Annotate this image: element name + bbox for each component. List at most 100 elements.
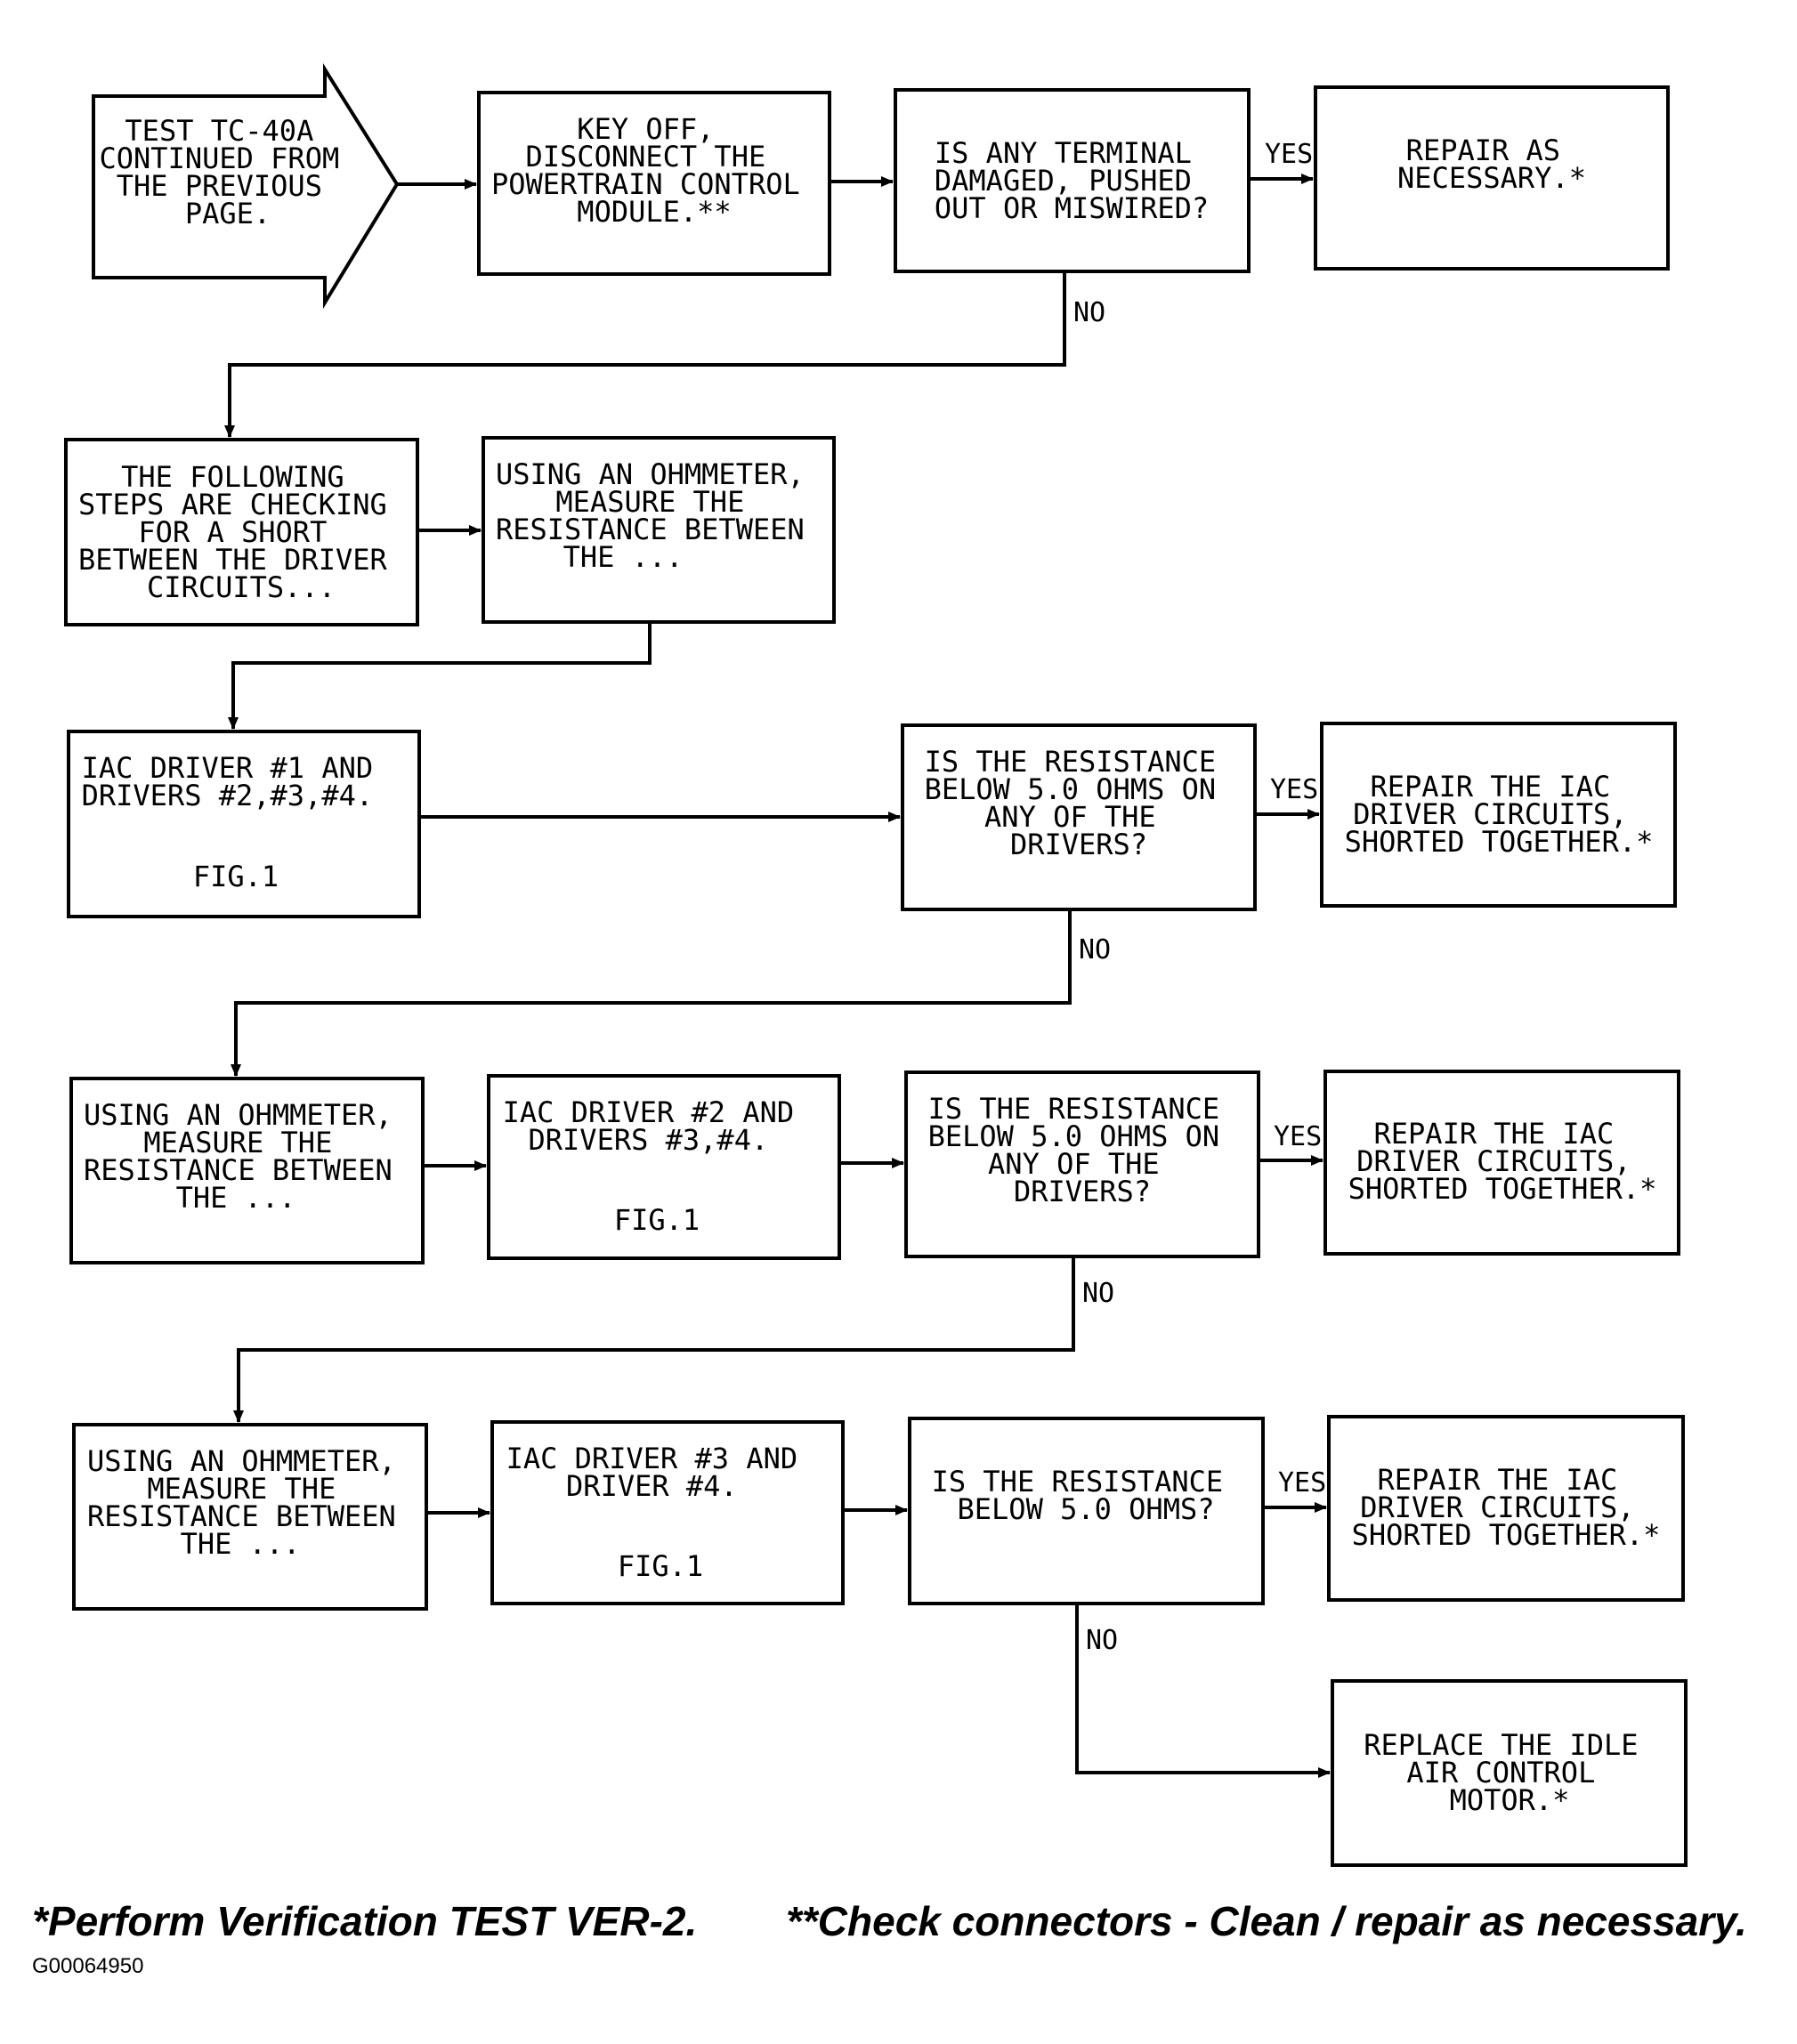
svg-text:IAC DRIVER #2 AND DRIVER: IAC DRIVER #2 AND DRIVERS #3,#4. FIG.1 bbox=[503, 1095, 812, 1237]
box-line: POWERTRAIN CONTROL bbox=[491, 167, 800, 201]
svg-text:IS THE RESISTANCE BELOW: IS THE RESISTANCE BELOW 5.0 OHMS? bbox=[932, 1465, 1241, 1526]
fig-label: FIG.1 bbox=[614, 1203, 700, 1237]
figure-code: G00064950 bbox=[32, 1954, 143, 1978]
svg-text:IS ANY TERMINAL DAMAGED,: IS ANY TERMINAL DAMAGED, PUSHED OUT OR M… bbox=[935, 136, 1209, 225]
box-line: IS ANY TERMINAL bbox=[935, 136, 1192, 170]
start-line: CONTINUED FROM bbox=[100, 141, 340, 175]
yes-label: YES bbox=[1274, 1121, 1322, 1152]
no-label: NO bbox=[1082, 1278, 1114, 1309]
box-line: THE ... bbox=[563, 540, 684, 574]
box-repair-iac-2: REPAIR THE IAC DRIVER CIRCUITS, SHORTED … bbox=[1323, 1070, 1680, 1256]
box-line: BETWEEN THE DRIVER bbox=[78, 543, 388, 577]
box-line: REPAIR THE IAC bbox=[1374, 1117, 1615, 1151]
box-line: REPAIR THE IAC bbox=[1371, 770, 1611, 804]
yes-label: YES bbox=[1278, 1467, 1326, 1499]
arrow-no-to-ohm3 bbox=[233, 1256, 1075, 1423]
yes-label: YES bbox=[1265, 139, 1313, 170]
start-line: PAGE. bbox=[185, 197, 271, 230]
yes-label: YES bbox=[1270, 774, 1318, 805]
svg-text:USING AN OHMMETER, MEASU: USING AN OHMMETER, MEASURE THE RESISTANC… bbox=[496, 457, 822, 574]
box-line: DRIVERS #2,#3,#4. bbox=[82, 779, 374, 812]
start-arrow-shape: TEST TC-40A CONTINUED FROM THE PREVIOUS … bbox=[92, 63, 400, 310]
decision-resistance-3: IS THE RESISTANCE BELOW 5.0 OHMS? bbox=[908, 1417, 1265, 1605]
svg-text:REPAIR THE IAC DRIVER CI: REPAIR THE IAC DRIVER CIRCUITS, SHORTED … bbox=[1348, 1117, 1657, 1206]
svg-text:KEY OFF, DISCONNECT THE: KEY OFF, DISCONNECT THE POWERTRAIN CONTR… bbox=[491, 112, 817, 229]
arrow-no-to-replace bbox=[1075, 1604, 1331, 1778]
box-line: MEASURE THE bbox=[147, 1472, 336, 1506]
box-line: NECESSARY.* bbox=[1397, 161, 1586, 195]
start-line: THE PREVIOUS bbox=[117, 169, 322, 203]
box-line: DRIVERS? bbox=[1014, 1175, 1151, 1208]
svg-text:REPAIR AS NECESSARY.*: REPAIR AS NECESSARY.* bbox=[1397, 133, 1586, 195]
box-line: REPAIR AS bbox=[1406, 133, 1560, 167]
box-iac-driver-3: IAC DRIVER #3 AND DRIVER #4. FIG.1 bbox=[490, 1420, 845, 1605]
box-line: DRIVER #4. bbox=[566, 1469, 738, 1503]
box-line: THE ... bbox=[181, 1527, 301, 1561]
footnote-verification: *Perform Verification TEST VER-2. bbox=[32, 1898, 697, 1944]
no-label: NO bbox=[1079, 934, 1111, 965]
fig-label: FIG.1 bbox=[193, 860, 279, 893]
svg-text:REPAIR THE IAC DRIVER CI: REPAIR THE IAC DRIVER CIRCUITS, SHORTED … bbox=[1345, 770, 1654, 859]
box-line: RESISTANCE BETWEEN bbox=[496, 513, 805, 546]
box-repair-as-necessary: REPAIR AS NECESSARY.* bbox=[1314, 85, 1670, 271]
svg-text:THE FOLLOWING STEPS ARE: THE FOLLOWING STEPS ARE CHECKING FOR A S… bbox=[78, 460, 404, 604]
box-line: IAC DRIVER #2 AND bbox=[503, 1095, 795, 1129]
box-line: BELOW 5.0 OHMS? bbox=[958, 1492, 1215, 1526]
box-repair-iac-1: REPAIR THE IAC DRIVER CIRCUITS, SHORTED … bbox=[1320, 722, 1677, 908]
box-iac-driver-2: IAC DRIVER #2 AND DRIVERS #3,#4. FIG.1 bbox=[487, 1074, 841, 1260]
box-line: MODULE.** bbox=[577, 195, 731, 229]
box-line: MOTOR.* bbox=[1450, 1783, 1570, 1817]
box-line: DAMAGED, PUSHED bbox=[935, 164, 1192, 198]
box-line: DISCONNECT THE bbox=[526, 140, 766, 174]
arrow-no-to-following bbox=[224, 271, 1066, 438]
svg-text:USING AN OHMMETER, MEASU: USING AN OHMMETER, MEASURE THE RESISTANC… bbox=[87, 1444, 413, 1561]
box-line: MEASURE THE bbox=[555, 485, 744, 519]
box-line: IS THE RESISTANCE bbox=[928, 1092, 1220, 1126]
box-ohmmeter-3: USING AN OHMMETER, MEASURE THE RESISTANC… bbox=[72, 1423, 428, 1611]
box-line: SHORTED TOGETHER.* bbox=[1345, 825, 1654, 859]
box-line: IS THE RESISTANCE bbox=[925, 745, 1217, 779]
svg-text:REPLACE THE IDLE AIR CON: REPLACE THE IDLE AIR CONTROL MOTOR.* bbox=[1364, 1728, 1655, 1817]
start-line: TEST TC-40A bbox=[125, 114, 313, 148]
box-line: IAC DRIVER #1 AND bbox=[82, 751, 374, 785]
box-line: SHORTED TOGETHER.* bbox=[1348, 1172, 1657, 1206]
svg-text:IS THE RESISTANCE BELOW: IS THE RESISTANCE BELOW 5.0 OHMS ON ANY … bbox=[925, 745, 1234, 861]
box-line: DRIVER CIRCUITS, bbox=[1360, 1491, 1634, 1524]
svg-text:REPAIR THE IAC DRIVER CI: REPAIR THE IAC DRIVER CIRCUITS, SHORTED … bbox=[1352, 1463, 1661, 1552]
box-ohmmeter-1: USING AN OHMMETER, MEASURE THE RESISTANC… bbox=[482, 436, 836, 624]
box-line: THE ... bbox=[176, 1181, 296, 1215]
footnote-connectors: **Check connectors - Clean / repair as n… bbox=[786, 1898, 1747, 1944]
box-following-steps: THE FOLLOWING STEPS ARE CHECKING FOR A S… bbox=[64, 438, 419, 626]
box-line: FOR A SHORT bbox=[138, 515, 327, 549]
arrow-no-to-ohm2 bbox=[231, 909, 1072, 1077]
box-line: SHORTED TOGETHER.* bbox=[1352, 1518, 1661, 1552]
no-label: NO bbox=[1073, 297, 1105, 328]
box-line: DRIVERS? bbox=[1010, 828, 1147, 861]
box-line: DRIVER CIRCUITS, bbox=[1356, 1144, 1631, 1178]
box-line: OUT OR MISWIRED? bbox=[935, 191, 1209, 225]
box-line: REPLACE THE IDLE bbox=[1364, 1728, 1638, 1762]
box-line: REPAIR THE IAC bbox=[1378, 1463, 1618, 1497]
connectors bbox=[224, 174, 1331, 1778]
box-line: DRIVERS #3,#4. bbox=[529, 1123, 769, 1157]
svg-text:IAC DRIVER #1 AND DRIVER: IAC DRIVER #1 AND DRIVERS #2,#3,#4. FIG.… bbox=[82, 751, 391, 893]
box-line: RESISTANCE BETWEEN bbox=[87, 1499, 396, 1533]
box-key-off: KEY OFF, DISCONNECT THE POWERTRAIN CONTR… bbox=[477, 91, 831, 276]
arrow-ohm1-to-driver1 bbox=[228, 622, 652, 730]
box-line: KEY OFF, bbox=[577, 112, 714, 146]
box-line: RESISTANCE BETWEEN bbox=[84, 1153, 393, 1187]
box-line: MEASURE THE bbox=[143, 1126, 332, 1159]
box-line: THE FOLLOWING bbox=[121, 460, 344, 494]
decision-resistance-1: IS THE RESISTANCE BELOW 5.0 OHMS ON ANY … bbox=[901, 723, 1257, 911]
start-text: TEST TC-40A CONTINUED FROM THE PREVIOUS … bbox=[100, 114, 357, 230]
svg-text:IS THE RESISTANCE BELOW: IS THE RESISTANCE BELOW 5.0 OHMS ON ANY … bbox=[928, 1092, 1237, 1208]
box-line: ANY OF THE bbox=[988, 1147, 1160, 1181]
box-iac-driver-1: IAC DRIVER #1 AND DRIVERS #2,#3,#4. FIG.… bbox=[67, 730, 421, 918]
fig-label: FIG.1 bbox=[618, 1549, 703, 1583]
decision-terminal-damaged: IS ANY TERMINAL DAMAGED, PUSHED OUT OR M… bbox=[894, 88, 1251, 273]
box-repair-iac-3: REPAIR THE IAC DRIVER CIRCUITS, SHORTED … bbox=[1327, 1415, 1685, 1602]
svg-text:USING AN OHMMETER, MEASU: USING AN OHMMETER, MEASURE THE RESISTANC… bbox=[84, 1098, 409, 1215]
box-line: ANY OF THE bbox=[984, 800, 1156, 834]
no-label: NO bbox=[1086, 1625, 1118, 1656]
